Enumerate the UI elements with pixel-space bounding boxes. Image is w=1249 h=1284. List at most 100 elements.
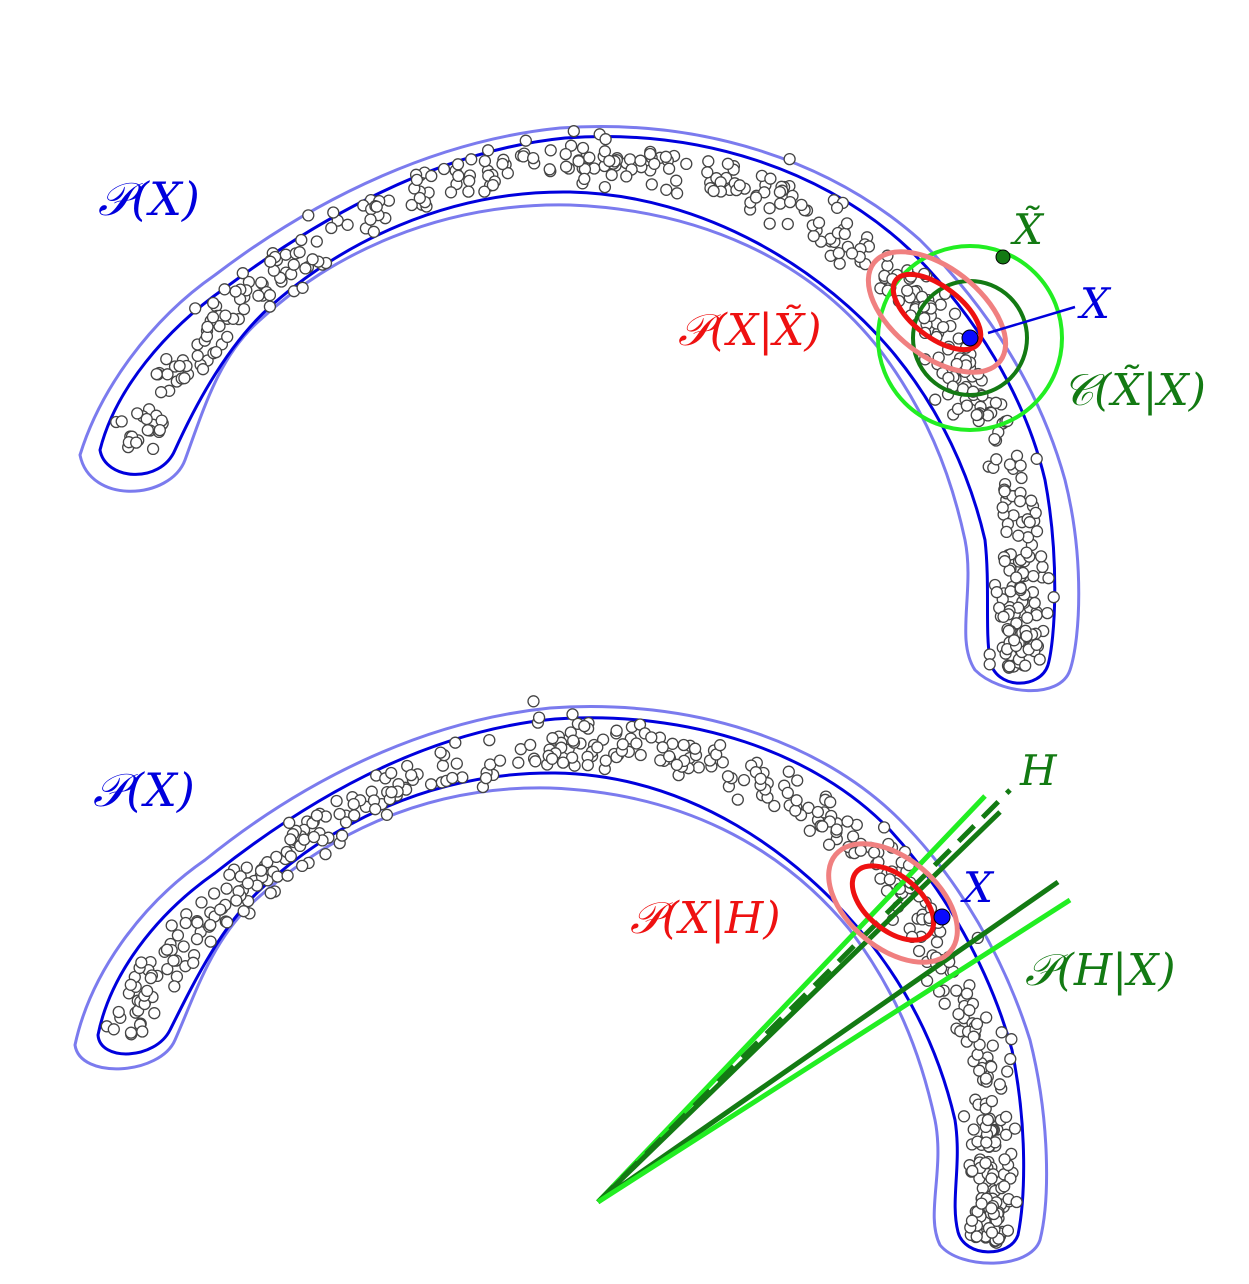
sample-point: [774, 197, 787, 210]
sample-point: [583, 151, 596, 164]
sample-point: [481, 144, 495, 157]
sample-point: [496, 157, 509, 171]
sample-point: [501, 167, 514, 180]
sample-point: [135, 956, 148, 969]
sample-point: [296, 859, 309, 873]
sample-point: [213, 319, 226, 333]
sample-point: [130, 436, 143, 449]
sample-point: [1021, 611, 1034, 624]
sample-point: [436, 759, 450, 772]
sample-point: [763, 202, 776, 215]
bottom-manifold-label: 𝒫(X): [93, 763, 195, 817]
sample-point: [645, 178, 658, 191]
sample-point: [1025, 494, 1038, 507]
sample-point: [517, 150, 530, 163]
sample-point: [731, 793, 744, 806]
sample-point: [219, 309, 232, 322]
sample-point: [670, 187, 684, 200]
sample-point: [310, 809, 324, 822]
sample-point: [410, 173, 424, 187]
sample-point: [737, 773, 751, 787]
sample-point: [283, 816, 296, 829]
sample-point: [936, 320, 950, 334]
sample-point: [207, 887, 221, 900]
sample-point: [841, 815, 854, 828]
sample-point: [1007, 634, 1021, 647]
sample-point: [1000, 525, 1013, 539]
sample-point: [230, 894, 243, 907]
sample-point: [154, 386, 168, 399]
sample-point: [867, 846, 881, 859]
sample-point: [807, 229, 820, 243]
sample-point: [985, 1060, 998, 1074]
sample-point: [701, 166, 714, 179]
top-posterior-label: 𝒫(X|X̃): [678, 303, 822, 356]
sample-point: [713, 739, 727, 752]
sample-point: [348, 809, 361, 822]
sample-point: [854, 844, 867, 857]
sample-point: [339, 816, 353, 829]
sample-point: [424, 778, 438, 791]
sample-point: [733, 179, 746, 192]
sample-point: [341, 218, 354, 231]
sample-point: [1047, 591, 1060, 604]
sample-point: [465, 153, 478, 166]
sample-point: [680, 157, 693, 171]
sample-point: [567, 734, 580, 747]
sample-point: [988, 432, 1001, 446]
sample-point: [877, 821, 891, 834]
sample-point: [220, 916, 234, 929]
sample-point: [993, 1078, 1006, 1091]
sample-point: [405, 768, 418, 782]
sample-point: [237, 302, 251, 316]
sample-point: [781, 786, 794, 800]
sample-point: [302, 209, 315, 222]
top-clean-point: [961, 329, 979, 347]
sample-point: [1014, 459, 1027, 472]
sample-point: [1033, 653, 1046, 666]
sample-point: [191, 349, 204, 362]
sample-point: [670, 758, 683, 771]
sample-point: [214, 903, 227, 916]
sample-point: [990, 453, 1003, 466]
sample-point: [1020, 629, 1033, 643]
encoder-line-light-2: [596, 897, 1072, 1205]
sample-point: [546, 732, 559, 745]
sample-point: [783, 195, 797, 209]
sample-point: [559, 160, 573, 173]
bottom-encoder-label: 𝒫(H|X): [1025, 945, 1176, 996]
bottom-panel: 𝒫(X) H X 𝒫(X|H) 𝒫(H|X): [73, 695, 1176, 1265]
sample-point: [463, 174, 476, 188]
sample-point: [369, 803, 382, 816]
sample-point: [1008, 1122, 1022, 1135]
sample-point: [437, 162, 451, 176]
sample-point: [591, 741, 604, 754]
sample-point: [999, 1110, 1013, 1124]
sample-point: [333, 807, 346, 821]
sample-point: [161, 368, 174, 381]
sample-point: [576, 141, 590, 155]
top-sample-points: [110, 125, 1060, 674]
sample-point: [264, 886, 277, 900]
sample-point: [998, 555, 1011, 568]
sample-point: [264, 255, 277, 268]
sample-point: [952, 1007, 965, 1021]
sample-point: [284, 850, 297, 863]
sample-point: [263, 289, 277, 302]
sample-point: [335, 829, 349, 842]
sample-point: [165, 919, 178, 932]
sample-point: [707, 184, 720, 198]
sample-point: [980, 1011, 993, 1024]
sample-point: [566, 708, 579, 721]
sample-point: [532, 711, 546, 724]
sample-point: [299, 262, 312, 275]
sample-point: [107, 1023, 120, 1036]
sample-point: [527, 695, 540, 708]
sample-point: [146, 442, 160, 456]
top-corruption-circle-outer: [876, 244, 1064, 432]
sample-point: [660, 183, 673, 196]
top-panel: 𝒫(X) X̃ X 𝒫(X|X̃) 𝒞(X̃|X): [78, 125, 1206, 693]
sample-point: [702, 155, 715, 168]
sample-point: [478, 185, 491, 198]
sample-point: [519, 134, 532, 147]
